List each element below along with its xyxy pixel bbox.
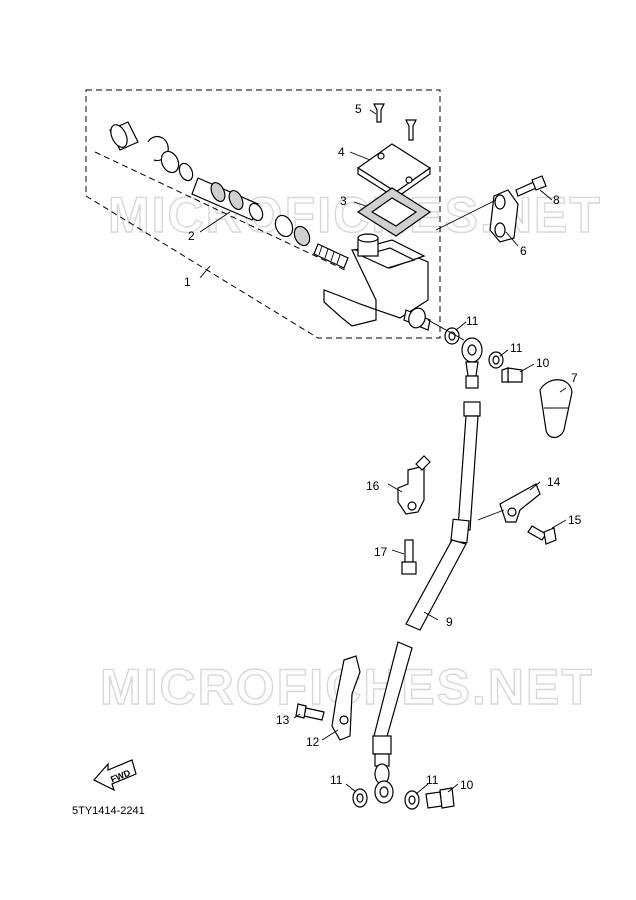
cap-screws bbox=[373, 103, 417, 141]
callout-17: 17 bbox=[374, 545, 388, 559]
copper-washer-lower-right-inner bbox=[408, 795, 416, 805]
return-spring bbox=[313, 243, 349, 269]
clamp-bolt bbox=[515, 175, 547, 197]
callout-12: 12 bbox=[306, 735, 320, 749]
brake-hose bbox=[372, 337, 483, 804]
callout-11-d: 11 bbox=[426, 773, 439, 787]
callout-14: 14 bbox=[547, 475, 561, 489]
holder-clamp bbox=[489, 189, 519, 243]
callout-4: 4 bbox=[338, 145, 345, 159]
callout-1: 1 bbox=[184, 275, 191, 289]
callout-7: 7 bbox=[571, 371, 578, 385]
leader-lines bbox=[199, 109, 567, 795]
callout-10-upper: 10 bbox=[536, 356, 550, 370]
guide-bolt bbox=[401, 539, 417, 575]
union-bolt-upper bbox=[501, 367, 523, 383]
callout-6: 6 bbox=[520, 244, 527, 258]
callout-8: 8 bbox=[553, 193, 560, 207]
piston-axis-line bbox=[94, 151, 346, 271]
callout-3: 3 bbox=[340, 194, 347, 208]
o-ring bbox=[178, 162, 194, 182]
callout-2: 2 bbox=[188, 229, 195, 243]
fwd-arrow-icon: FWD bbox=[93, 759, 137, 792]
master-cylinder-assembly-boundary bbox=[85, 89, 441, 339]
piston bbox=[191, 177, 264, 222]
callout-11-a: 11 bbox=[466, 314, 479, 328]
piston-kit bbox=[94, 121, 349, 271]
callout-13: 13 bbox=[276, 713, 290, 727]
lower-hose-holder bbox=[331, 655, 361, 741]
cup-seal bbox=[274, 214, 311, 247]
diaphragm bbox=[356, 187, 432, 237]
copper-washer-lower-left-inner bbox=[356, 793, 364, 803]
callout-9: 9 bbox=[446, 615, 453, 629]
callout-5: 5 bbox=[355, 102, 362, 116]
diagram-code: 5TY1414-2241 bbox=[72, 805, 145, 817]
dust-boot bbox=[109, 121, 139, 151]
piston-washer bbox=[160, 150, 180, 174]
callout-11-b: 11 bbox=[510, 341, 523, 355]
callout-11-c: 11 bbox=[330, 773, 343, 787]
watermark-upper: MICROFICHES.NET bbox=[108, 187, 602, 243]
hose-clamp bbox=[499, 483, 541, 523]
boot-cap bbox=[539, 379, 573, 439]
hose-guide bbox=[397, 455, 431, 515]
callout-10-lower: 10 bbox=[460, 778, 474, 792]
union-bolt-lower bbox=[425, 787, 455, 809]
copper-washer-upper-right-inner bbox=[492, 355, 500, 365]
hose-clamp-bolt bbox=[527, 525, 557, 545]
callout-16: 16 bbox=[366, 479, 380, 493]
callout-15: 15 bbox=[568, 513, 582, 527]
master-cylinder-body bbox=[323, 233, 431, 331]
